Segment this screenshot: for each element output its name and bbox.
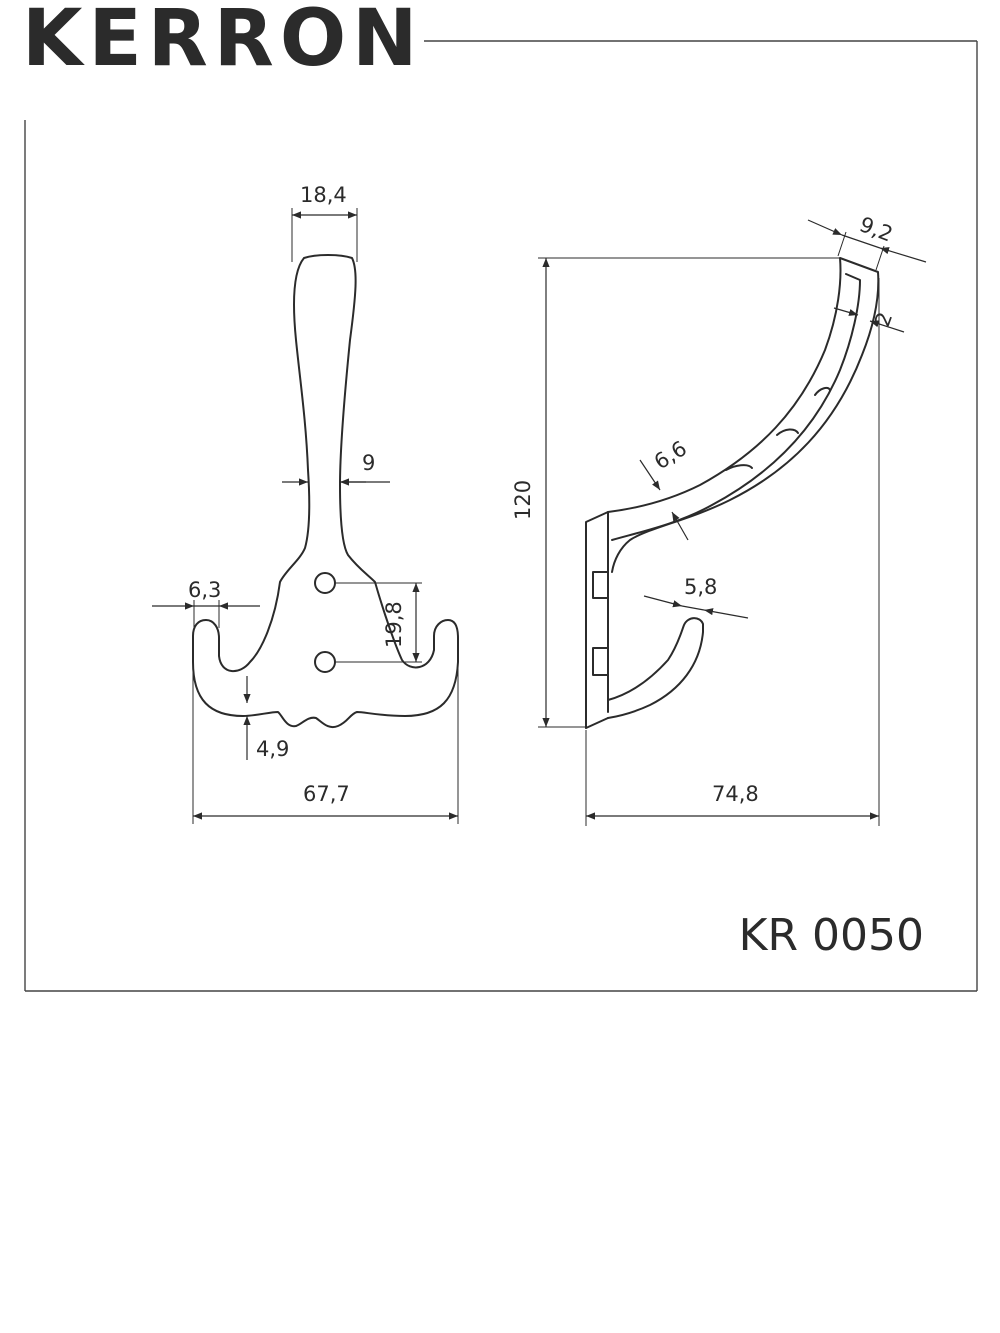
- brand-logo: KERRON: [22, 0, 424, 84]
- dim-depth: 74,8: [712, 782, 759, 806]
- model-number: KR 0050: [738, 910, 924, 961]
- dim-top-width: 18,4: [300, 183, 347, 207]
- side-dimension-lines: [538, 219, 927, 826]
- side-view-hook: [585, 257, 880, 729]
- dim-front-width: 67,7: [303, 782, 350, 806]
- dim-arm-thickness: 6,6: [650, 436, 691, 474]
- mounting-hole-bottom: [314, 651, 336, 673]
- dim-height: 120: [511, 480, 535, 520]
- front-dimension-lines: [152, 208, 459, 824]
- dim-hole-spacing: 19,8: [382, 601, 406, 648]
- dim-hook-gap: 4,9: [256, 737, 289, 761]
- dim-side-hook-width: 6,3: [188, 578, 221, 602]
- mounting-hole-top: [314, 572, 336, 594]
- dim-neck-width: 9: [362, 451, 375, 475]
- dim-wall-thickness: 2: [870, 309, 897, 330]
- front-view-hook: [192, 254, 459, 728]
- dim-small-hook-width: 5,8: [684, 575, 717, 599]
- drawing-frame: [24, 40, 978, 992]
